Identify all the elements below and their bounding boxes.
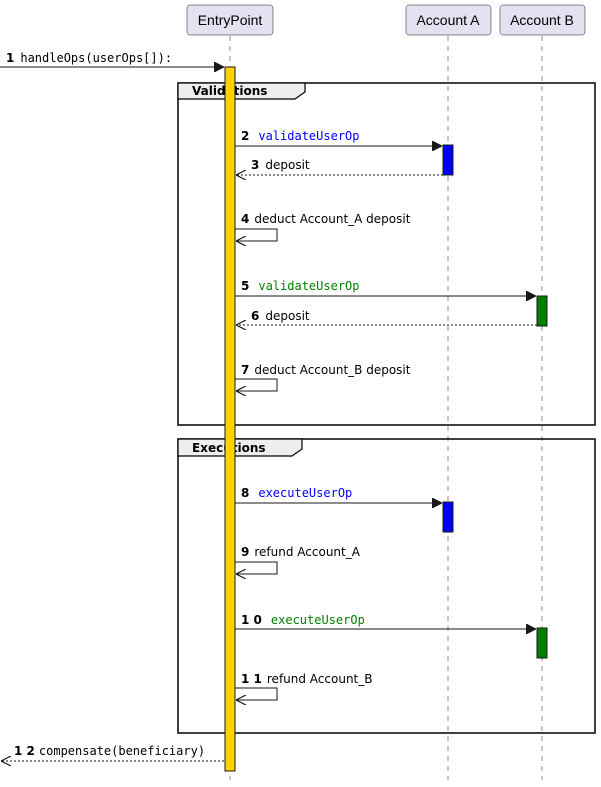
message-9[interactable]: 9 refund Account_A xyxy=(235,545,361,574)
message-text: validateUserOp xyxy=(258,129,359,143)
activation-entrypoint xyxy=(224,66,236,772)
message-10[interactable]: 1 0 executeUserOp xyxy=(235,613,536,629)
message-number: 4 xyxy=(241,212,249,226)
participant-label: EntryPoint xyxy=(198,12,263,28)
message-number: 1 0 xyxy=(241,613,262,627)
frame-validations: Validations xyxy=(177,82,596,426)
message-number: 1 2 xyxy=(14,744,35,758)
activation-account-b xyxy=(536,295,548,327)
message-text: compensate(beneficiary) xyxy=(39,744,205,758)
message-text: executeUserOp xyxy=(258,486,352,500)
participant-entrypoint[interactable]: EntryPoint xyxy=(186,4,274,36)
message-number: 7 xyxy=(241,363,249,377)
message-7[interactable]: 7 deduct Account_B deposit xyxy=(235,363,411,391)
message-3[interactable]: 3 deposit xyxy=(236,158,443,175)
message-text: refund Account_A xyxy=(254,545,360,559)
message-5[interactable]: 5 validateUserOp xyxy=(235,279,536,296)
message-text: deduct Account_A deposit xyxy=(254,212,410,226)
message-number: 8 xyxy=(241,486,249,500)
message-number: 1 xyxy=(6,51,14,65)
message-text: deposit xyxy=(265,309,310,323)
message-number: 9 xyxy=(241,545,249,559)
activation-account-a xyxy=(442,144,454,176)
message-text: validateUserOp xyxy=(258,279,359,293)
message-12[interactable]: 1 2 compensate(beneficiary) xyxy=(1,744,224,761)
message-11[interactable]: 1 1 refund Account_B xyxy=(235,672,373,700)
message-text: deposit xyxy=(265,158,310,172)
message-number: 5 xyxy=(241,279,249,293)
participant-account-b[interactable]: Account B xyxy=(499,4,586,36)
message-text: handleOps(userOps[]): xyxy=(20,51,172,65)
message-8[interactable]: 8 executeUserOp xyxy=(235,486,442,503)
message-text: refund Account_B xyxy=(267,672,373,686)
message-1[interactable]: 1 handleOps(userOps[]): xyxy=(0,51,224,67)
frame-executions: Executions xyxy=(177,438,596,734)
message-2[interactable]: 2 validateUserOp xyxy=(235,129,442,146)
activation-account-a xyxy=(442,501,454,533)
participant-account-a[interactable]: Account A xyxy=(405,4,492,36)
message-number: 1 1 xyxy=(241,672,262,686)
message-6[interactable]: 6 deposit xyxy=(236,309,537,325)
message-number: 2 xyxy=(241,129,249,143)
message-number: 6 xyxy=(251,309,259,323)
participant-label: Account A xyxy=(416,12,480,28)
message-text: executeUserOp xyxy=(271,613,365,627)
participant-label: Account B xyxy=(510,12,574,28)
activation-account-b xyxy=(536,627,548,659)
message-number: 3 xyxy=(251,158,259,172)
message-4[interactable]: 4 deduct Account_A deposit xyxy=(235,212,411,241)
message-text: deduct Account_B deposit xyxy=(254,363,410,377)
